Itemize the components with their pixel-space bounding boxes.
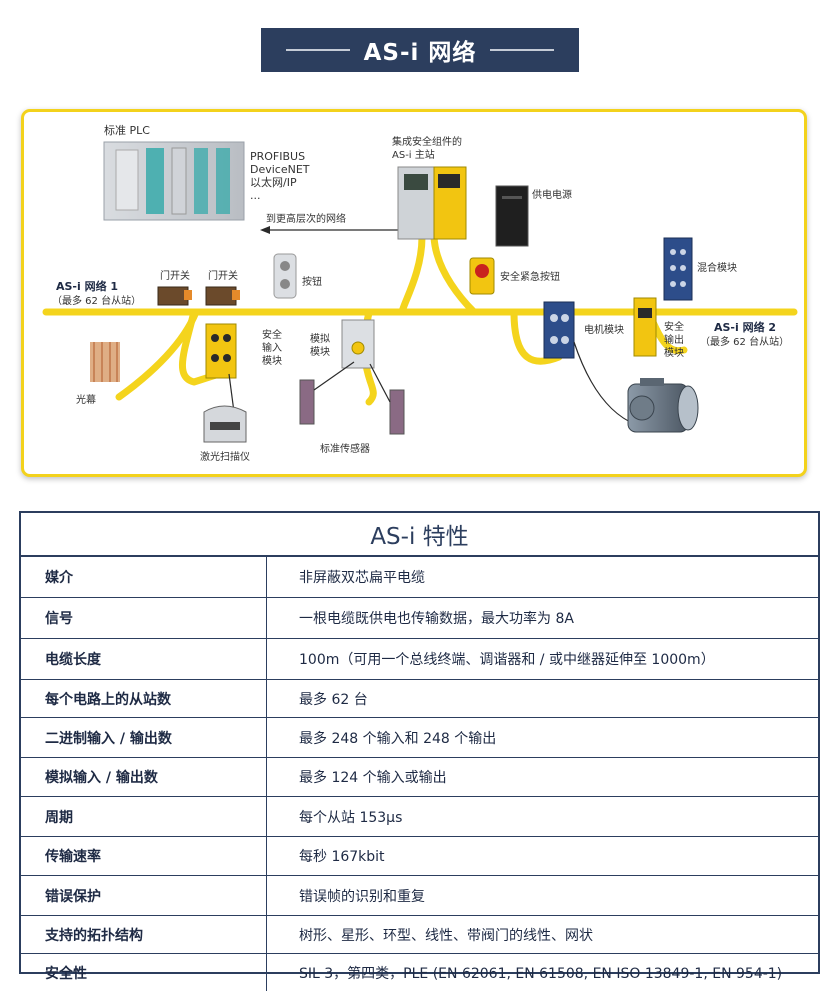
spec-table-header: AS-i 特性 (21, 513, 818, 557)
table-row: 信号 一根电缆既供电也传输数据，最大功率为 8A (21, 598, 818, 639)
spec-value: 100m（可用一个总线终端、调谐器和 / 或中继器延伸至 1000m） (299, 652, 715, 668)
laser-scanner (203, 405, 247, 443)
safety-input-branch (178, 308, 223, 386)
table-row: 每个电路上的从站数 最多 62 台 (21, 680, 818, 718)
safety-input-module (205, 323, 237, 379)
spec-key: 媒介 (21, 557, 267, 597)
spec-value: 每个从站 153µs (299, 809, 403, 826)
push-button-device (273, 253, 297, 299)
estop-label: 安全紧急按钮 (500, 270, 560, 283)
light-curtain-label: 光幕 (76, 393, 96, 406)
estop-device (469, 257, 495, 295)
spec-key: 错误保护 (21, 876, 267, 915)
table-row: 二进制输入 / 输出数 最多 248 个输入和 248 个输出 (21, 718, 818, 758)
master-drop-left (398, 233, 426, 316)
safety-input-label-1: 输入 (262, 341, 282, 354)
spec-key: 安全性 (21, 954, 267, 991)
spec-key: 周期 (21, 797, 267, 836)
protocol-2: 以太网/IP (250, 176, 297, 189)
table-row: 媒介 非屏蔽双芯扁平电缆 (21, 557, 818, 598)
motor-module (543, 301, 575, 359)
analog-module (341, 319, 375, 369)
table-row: 安全性 SIL 3，第四类，PLE (EN 62061, EN 61508, E… (21, 954, 818, 991)
network1-label-1: （最多 62 台从站） (52, 294, 141, 307)
asi-master (397, 166, 467, 240)
network-diagram-svg: 到更高层次的网络 标准 PLC PROFIBUS DeviceNET 以太网/I… (42, 123, 798, 463)
table-row: 模拟输入 / 输出数 最多 124 个输入或输出 (21, 758, 818, 797)
higher-network-arrow (260, 226, 399, 234)
door-switch-2 (205, 286, 240, 306)
door-switch-2-label: 门开关 (208, 269, 238, 282)
safety-input-label-2: 模块 (262, 355, 282, 367)
spec-value: 非屏蔽双芯扁平电缆 (299, 570, 425, 586)
standard-sensor-1 (299, 379, 315, 425)
safety-output-module (633, 297, 657, 357)
network2-label-0: AS-i 网络 2 (714, 320, 776, 334)
spec-key: 每个电路上的从站数 (21, 680, 267, 717)
door-switch-1 (157, 286, 192, 306)
protocol-0: PROFIBUS (250, 150, 305, 163)
safety-input-label-0: 安全 (262, 328, 282, 341)
network-diagram: 到更高层次的网络 标准 PLC PROFIBUS DeviceNET 以太网/I… (21, 109, 807, 477)
safety-output-label-2: 模块 (664, 347, 684, 359)
standard-sensor-label: 标准传感器 (320, 442, 370, 455)
analog-label-0: 模拟 (310, 332, 330, 345)
analog-label-1: 模块 (310, 346, 330, 358)
master-drop-right (430, 233, 478, 316)
electric-motor (627, 378, 699, 433)
network2-label-1: （最多 62 台从站） (700, 335, 789, 348)
door-switch-1-label: 门开关 (160, 269, 190, 282)
title-right-dash (490, 49, 555, 51)
page-title: AS-i 网络 (363, 40, 477, 66)
master-label-0: 集成安全组件的 (392, 135, 462, 148)
plc-rack (103, 141, 245, 221)
spec-key: 传输速率 (21, 837, 267, 875)
spec-key: 二进制输入 / 输出数 (21, 718, 267, 757)
light-curtain (90, 342, 120, 382)
motor-module-label: 电机模块 (584, 323, 624, 336)
laser-scanner-label: 激光扫描仪 (200, 450, 250, 463)
power-label: 供电电源 (532, 188, 572, 201)
spec-key: 电缆长度 (21, 639, 267, 679)
spec-key: 信号 (21, 598, 267, 638)
table-row: 电缆长度 100m（可用一个总线终端、调谐器和 / 或中继器延伸至 1000m） (21, 639, 818, 680)
table-row: 传输速率 每秒 167kbit (21, 837, 818, 876)
button-label: 按钮 (302, 275, 322, 288)
table-row: 周期 每个从站 153µs (21, 797, 818, 837)
spec-key: 模拟输入 / 输出数 (21, 758, 267, 796)
mixed-module (663, 237, 693, 301)
safety-output-label-0: 安全 (664, 320, 684, 333)
safety-output-label-1: 输出 (664, 333, 684, 346)
mixed-module-label: 混合模块 (697, 261, 737, 274)
motor-branch (510, 308, 563, 365)
table-row: 支持的拓扑结构 树形、星形、环型、线性、带阀门的线性、网状 (21, 916, 818, 954)
network1-label-0: AS-i 网络 1 (56, 279, 118, 293)
spec-value: 最多 248 个输入和 248 个输出 (299, 730, 497, 747)
spec-key: 支持的拓扑结构 (21, 916, 267, 953)
title-left-dash (285, 49, 350, 51)
title-banner: AS-i 网络 (261, 28, 579, 72)
spec-value: SIL 3，第四类，PLE (EN 62061, EN 61508, EN IS… (299, 965, 783, 982)
plc-label: 标准 PLC (104, 123, 150, 137)
power-supply (495, 185, 529, 247)
standard-sensor-2 (389, 389, 405, 435)
table-row: 错误保护 错误帧的识别和重复 (21, 876, 818, 916)
spec-value: 最多 124 个输入或输出 (299, 770, 447, 786)
spec-value: 树形、星形、环型、线性、带阀门的线性、网状 (299, 927, 593, 944)
spec-value: 最多 62 台 (299, 691, 368, 708)
protocol-1: DeviceNET (250, 163, 310, 176)
master-label-1: AS-i 主站 (392, 148, 435, 161)
spec-table: AS-i 特性 媒介 非屏蔽双芯扁平电缆 信号 一根电缆既供电也传输数据，最大功… (19, 511, 820, 991)
protocol-3: ... (250, 189, 261, 202)
spec-value: 错误帧的识别和重复 (299, 888, 425, 905)
spec-value: 一根电缆既供电也传输数据，最大功率为 8A (299, 611, 574, 627)
higher-network-label: 到更高层次的网络 (266, 212, 346, 225)
spec-value: 每秒 167kbit (299, 849, 385, 865)
